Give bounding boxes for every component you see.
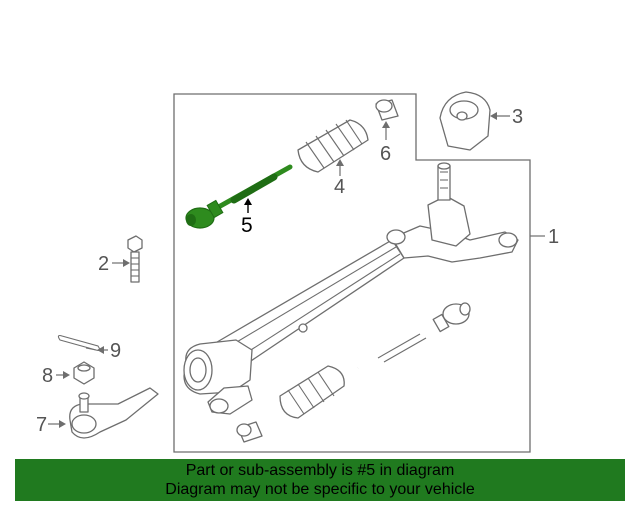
callout-9: 9 xyxy=(110,340,121,362)
bolt[interactable] xyxy=(127,235,143,283)
callout-6: 6 xyxy=(380,143,391,165)
cotter-pin[interactable] xyxy=(57,334,101,352)
inner-tie-rod-right[interactable] xyxy=(357,302,471,370)
bushing-upper[interactable] xyxy=(375,99,399,121)
callout-2: 2 xyxy=(98,253,109,275)
callout-7: 7 xyxy=(36,414,47,436)
inner-tie-rod-highlighted[interactable] xyxy=(185,164,293,229)
steering-gear-housing[interactable] xyxy=(183,162,519,415)
callout-8: 8 xyxy=(42,365,53,387)
mount-insulator[interactable] xyxy=(439,91,491,151)
callout-1: 1 xyxy=(548,226,559,248)
leader-lines xyxy=(48,112,545,428)
callout-4: 4 xyxy=(334,176,345,198)
notice-line-1: Part or sub-assembly is #5 in diagram xyxy=(185,462,455,479)
assembly-outline xyxy=(173,93,531,453)
boot-lower[interactable] xyxy=(279,365,345,419)
castle-nut[interactable] xyxy=(73,361,95,385)
outer-tie-rod-end[interactable] xyxy=(69,387,159,439)
callout-5: 5 xyxy=(241,214,253,237)
notice-banner: Part or sub-assembly is #5 in diagram Di… xyxy=(15,459,625,501)
callout-3: 3 xyxy=(512,106,523,128)
notice-line-2: Diagram may not be specific to your vehi… xyxy=(165,481,475,498)
bushing-lower[interactable] xyxy=(236,421,263,443)
boot-upper[interactable] xyxy=(297,119,369,173)
